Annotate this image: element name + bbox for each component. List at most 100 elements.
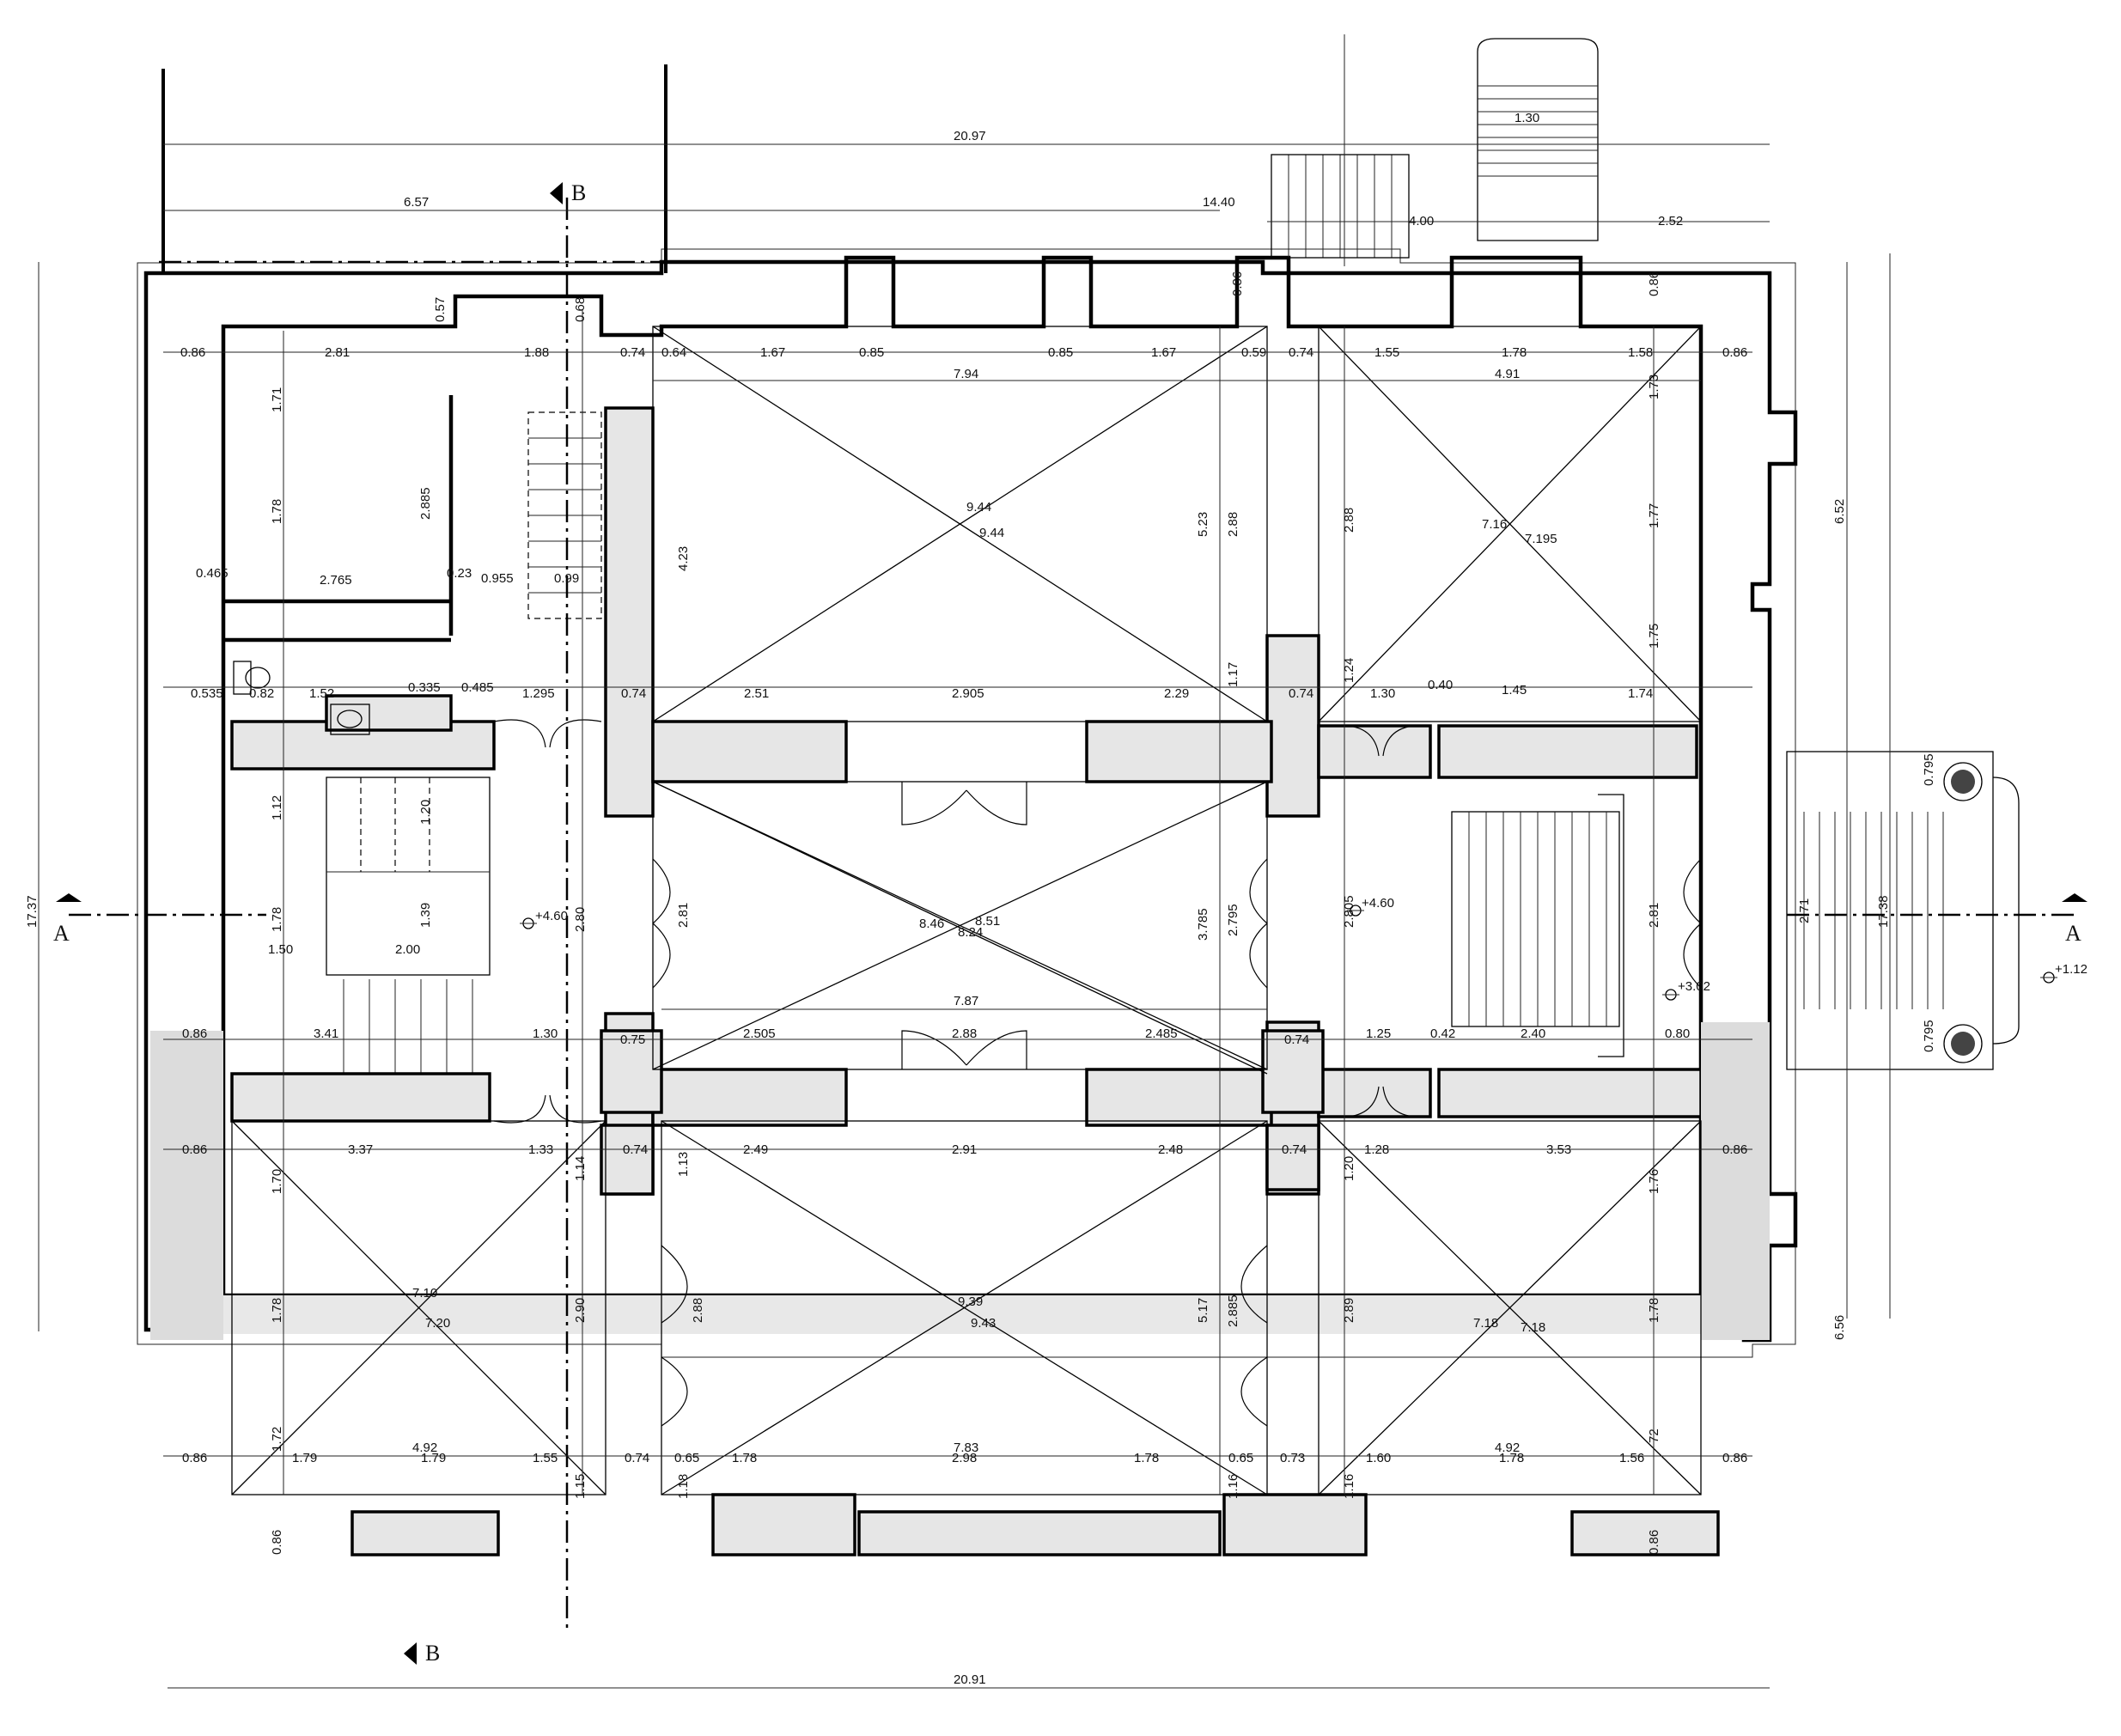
dim-label: 0.86 [1722,1451,1747,1465]
dim-label: 1.67 [760,345,785,360]
dim-label: 1.79 [292,1451,317,1465]
dim-label: 2.89 [1342,1298,1356,1323]
section-label-a-right: A [2065,921,2081,946]
dim-label: 0.86 [182,1142,207,1157]
dim-label: 0.86 [182,1026,207,1041]
dim-label: 4.92 [1495,1441,1520,1455]
dim-label: 1.13 [676,1152,691,1177]
dim-label: 9.44 [966,500,991,515]
dim-label: 2.88 [691,1298,705,1323]
dim-label: 72 [1647,1428,1661,1443]
dim-label: 1.55 [1374,345,1399,360]
dim-label: 0.74 [625,1451,649,1465]
level-markers: +4.60 +4.60 +3.02 +1.12 [520,896,2087,1001]
dim-label: 17.37 [25,895,40,928]
dim-label: 2.71 [1797,898,1812,923]
bathroom-fixtures [233,661,370,735]
section-label-b-top: B [571,180,586,205]
dim-label: 7.18 [1521,1320,1545,1335]
dim-label: 0.85 [1048,345,1073,360]
dim-label: 1.20 [1342,1156,1356,1181]
dim-label: 2.905 [952,686,984,701]
dim-label: 0.86 [1722,1142,1747,1157]
dim-label: 1.88 [524,345,549,360]
dim-label: 2.885 [1226,1294,1240,1327]
dim-label: 0.485 [461,680,494,695]
dim-label: 1.78 [270,499,284,524]
dim-label: 0.86 [1647,271,1661,296]
dim-label: 2.81 [1647,903,1661,928]
dim-label: 2.00 [395,942,420,957]
dim-label: 1.79 [421,1451,446,1465]
dim-label: 2.80 [573,907,588,932]
dim-label: 0.86 [180,345,205,360]
dim-label: 2.29 [1164,686,1189,701]
dim-label: 5.23 [1196,512,1210,537]
section-marker-a-left [56,893,82,902]
dim-label: 1.16 [1226,1474,1240,1499]
dim-label: 1.30 [1515,111,1539,125]
dim-label: 1.78 [1502,345,1527,360]
dim-label: 1.78 [270,1298,284,1323]
level-marker-4: +1.12 [2040,962,2087,984]
dim-label: 1.76 [1647,1169,1661,1194]
dim-label: 1.45 [1502,683,1527,697]
dim-label: 7.10 [412,1286,437,1300]
dim-label: 3.785 [1196,908,1210,941]
section-marker-a-right [2062,893,2087,902]
dim-label: 0.86 [182,1451,207,1465]
dim-label: 2.81 [325,345,350,360]
dim-label: 14.40 [1203,195,1235,210]
section-marker-b-bottom [404,1642,417,1665]
dim-label: 1.78 [270,907,284,932]
dim-label: 1.78 [1647,1298,1661,1323]
top-stair-treads [1271,85,1598,259]
top-stair [1271,38,1599,259]
dim-label: 9.43 [971,1316,996,1331]
dim-label: 0.75 [620,1032,645,1047]
dim-label: 1.58 [1628,345,1653,360]
dim-label: 0.74 [621,686,646,701]
dim-label: 0.68 [573,297,588,322]
dim-label: 2.90 [573,1298,588,1323]
dim-label: 1.25 [1366,1026,1391,1041]
dim-label: 2.52 [1658,214,1683,228]
dim-label: 0.99 [554,571,579,586]
dim-label: 9.39 [958,1294,983,1309]
dim-label: 2.885 [418,487,433,520]
dim-label: 1.15 [573,1474,588,1499]
dim-label: 1.50 [268,942,293,957]
dim-label: 1.16 [1342,1474,1356,1499]
dim-label: 1.78 [1134,1451,1159,1465]
dim-label: 6.52 [1832,499,1847,524]
vertical-dimension-labels: 17.37 6.52 6.56 17.38 2.71 0.795 0.795 1… [25,271,1936,1555]
dim-label: 7.195 [1525,532,1557,546]
dim-label: 0.74 [1289,345,1313,360]
dim-label: 2.88 [1226,512,1240,537]
dim-label: 8.51 [975,914,1000,929]
dim-label: 0.74 [1289,686,1313,701]
level-marker-1: +4.60 [520,909,568,929]
dim-label: 3.41 [314,1026,338,1041]
dim-label: 7.94 [954,367,978,381]
dim-label: 4.00 [1409,214,1434,228]
dim-label: 0.85 [859,345,884,360]
dim-label: 1.67 [1151,345,1176,360]
dim-label: 6.57 [404,195,429,210]
dim-label: 7.83 [954,1441,978,1455]
dim-label: 1.24 [1342,658,1356,683]
dim-label: 0.86 [1722,345,1747,360]
dim-label: 4.91 [1495,367,1520,381]
inner-stair-left [326,411,602,1074]
dim-label: 1.33 [528,1142,553,1157]
dim-label: 2.48 [1158,1142,1183,1157]
section-marker-b-top [550,182,563,204]
dim-label: 0.535 [191,686,223,701]
dim-label: 4.23 [676,546,691,571]
dim-label: 7.16 [1482,517,1507,532]
dimension-lines [38,34,1891,1689]
dim-label: 1.73 [1647,375,1661,399]
dim-label: 1.70 [270,1169,284,1194]
wall-hatch [150,1022,1770,1340]
